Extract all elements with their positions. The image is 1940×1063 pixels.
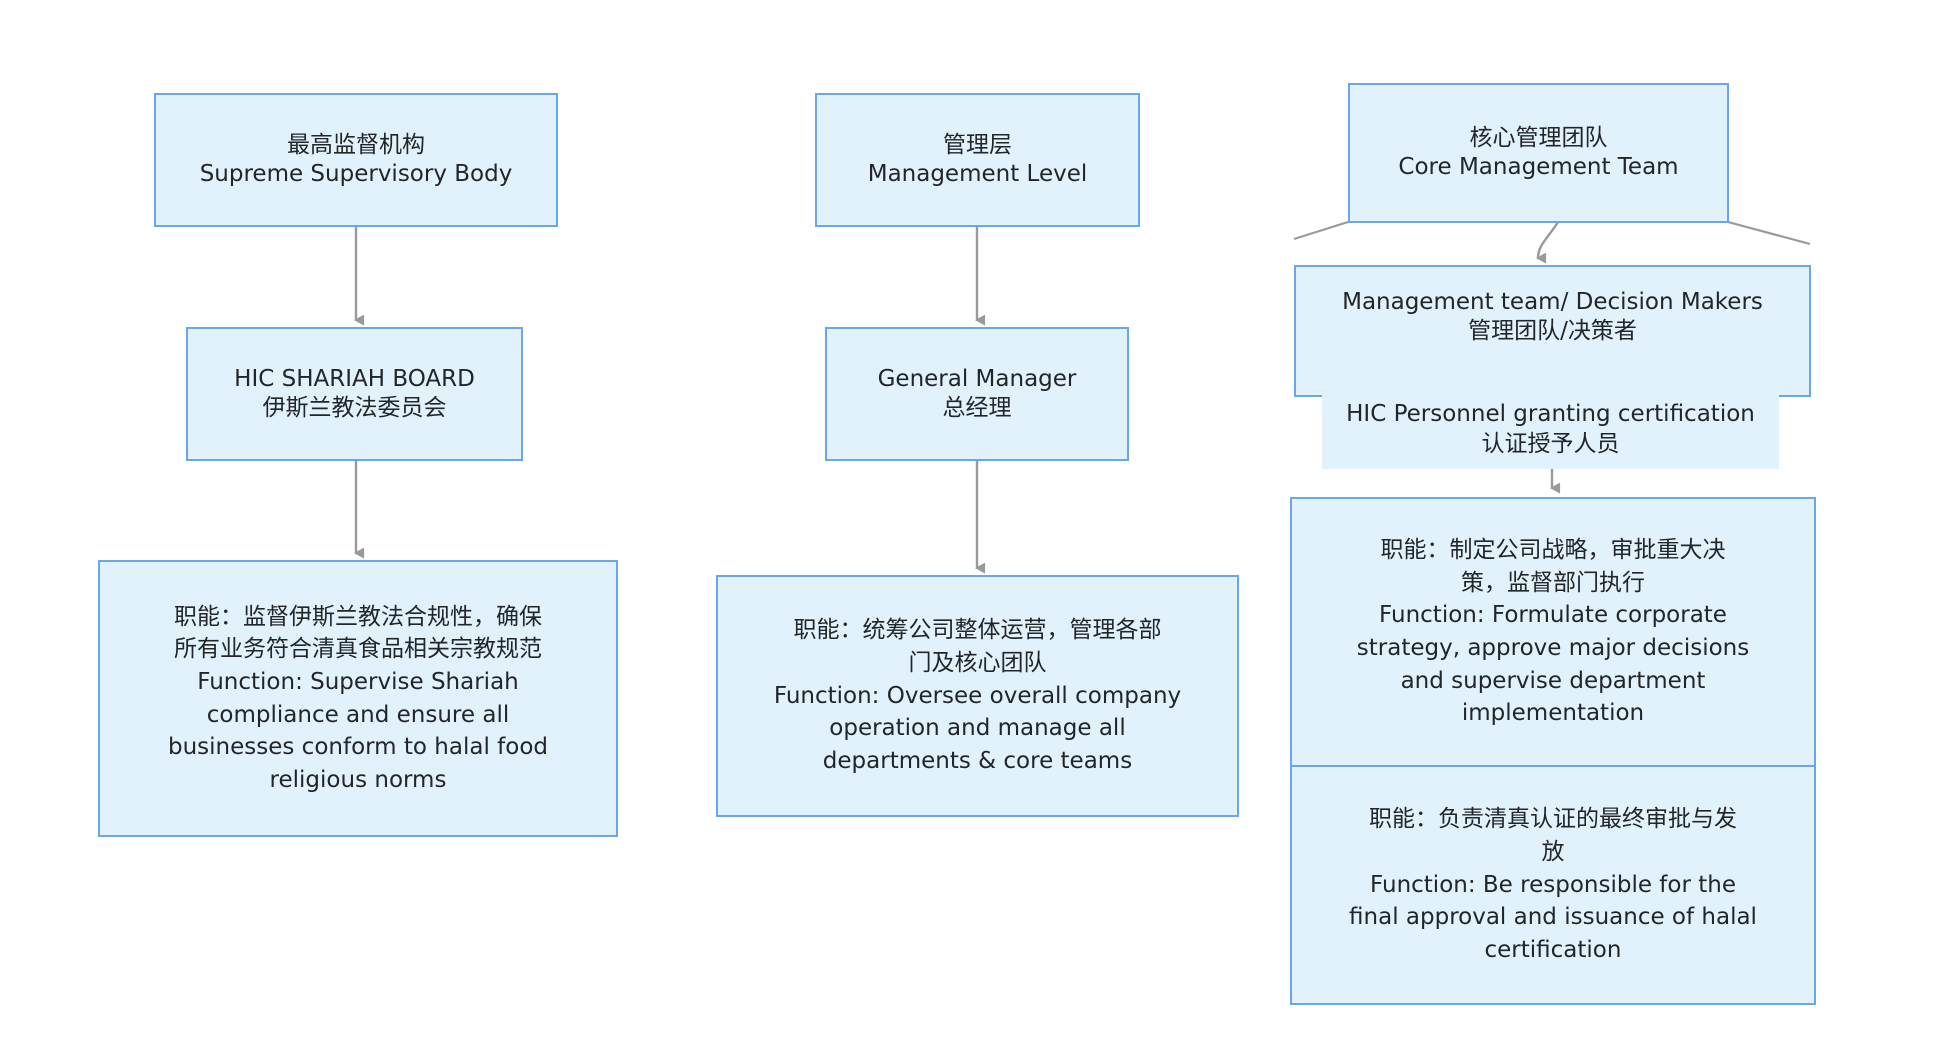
node-hic-personnel-granting-certification[interactable]: HIC Personnel granting certification 认证授… bbox=[1322, 390, 1779, 469]
connector-core-wing-left bbox=[1293, 220, 1349, 241]
node-line: religious norms bbox=[269, 766, 447, 793]
node-line: Function: Be responsible for the bbox=[1370, 871, 1736, 898]
node-line: Core Management Team bbox=[1398, 154, 1679, 180]
node-decision-makers-function[interactable]: 职能：制定公司战略，审批重大决 策，监督部门执行 Function: Formu… bbox=[1290, 497, 1816, 767]
node-management-level[interactable]: 管理层 Management Level bbox=[815, 93, 1140, 227]
node-line: Function: Oversee overall company bbox=[773, 682, 1182, 709]
node-supreme-supervisory-body[interactable]: 最高监督机构 Supreme Supervisory Body bbox=[154, 93, 558, 227]
connector-core-to-mgmtteam bbox=[1538, 221, 1560, 258]
node-line: operation and manage all bbox=[829, 715, 1126, 742]
node-line: departments & core teams bbox=[822, 747, 1133, 774]
node-line: 职能：统筹公司整体运营，管理各部 bbox=[793, 617, 1162, 644]
node-line: 认证授予人员 bbox=[1481, 430, 1620, 457]
node-line: 所有业务符合清真食品相关宗教规范 bbox=[174, 636, 542, 663]
node-line: Management team/ Decision Makers bbox=[1342, 288, 1763, 315]
node-line: implementation bbox=[1461, 700, 1645, 727]
node-line: 最高监督机构 bbox=[287, 131, 425, 158]
node-general-manager-function[interactable]: 职能：统筹公司整体运营，管理各部 门及核心团队 Function: Overse… bbox=[716, 575, 1239, 817]
node-line: 管理团队/决策者 bbox=[1468, 318, 1637, 344]
node-line: 总经理 bbox=[942, 395, 1012, 421]
connector-core-wing-right bbox=[1727, 220, 1811, 246]
node-line: 放 bbox=[1541, 839, 1565, 866]
node-line: Function: Supervise Shariah bbox=[197, 668, 519, 695]
node-core-management-team[interactable]: 核心管理团队 Core Management Team bbox=[1348, 83, 1729, 223]
node-line: Function: Formulate corporate bbox=[1379, 602, 1727, 629]
node-line: 职能：制定公司战略，审批重大决 bbox=[1380, 537, 1726, 564]
node-line: 管理层 bbox=[943, 131, 1012, 158]
node-line: certification bbox=[1484, 936, 1622, 963]
node-line: 职能：负责清真认证的最终审批与发 bbox=[1369, 806, 1737, 833]
node-line: General Manager bbox=[877, 365, 1077, 392]
node-hic-shariah-board[interactable]: HIC SHARIAH BOARD 伊斯兰教法委员会 bbox=[186, 327, 523, 461]
node-line: HIC Personnel granting certification bbox=[1346, 401, 1755, 428]
node-line: 核心管理团队 bbox=[1469, 124, 1608, 151]
node-shariah-board-function[interactable]: 职能：监督伊斯兰教法合规性，确保 所有业务符合清真食品相关宗教规范 Functi… bbox=[98, 560, 618, 837]
node-line: 策，监督部门执行 bbox=[1461, 569, 1645, 596]
node-general-manager[interactable]: General Manager 总经理 bbox=[825, 327, 1129, 461]
node-line: and supervise department bbox=[1400, 667, 1706, 694]
node-line: Management Level bbox=[867, 161, 1088, 187]
node-line: 职能：监督伊斯兰教法合规性，确保 bbox=[174, 603, 542, 630]
node-line: businesses conform to halal food bbox=[167, 734, 549, 761]
node-line: HIC SHARIAH BOARD bbox=[234, 365, 475, 392]
node-line: 门及核心团队 bbox=[908, 650, 1047, 677]
node-line: Supreme Supervisory Body bbox=[199, 161, 513, 187]
node-line: final approval and issuance of halal bbox=[1349, 904, 1757, 931]
node-line: strategy, approve major decisions bbox=[1356, 635, 1750, 661]
node-certification-personnel-function[interactable]: 职能：负责清真认证的最终审批与发 放 Function: Be responsi… bbox=[1290, 765, 1816, 1005]
node-line: 伊斯兰教法委员会 bbox=[262, 395, 447, 421]
node-line: compliance and ensure all bbox=[206, 701, 510, 728]
node-management-team-decision-makers[interactable]: Management team/ Decision Makers 管理团队/决策… bbox=[1294, 265, 1811, 397]
